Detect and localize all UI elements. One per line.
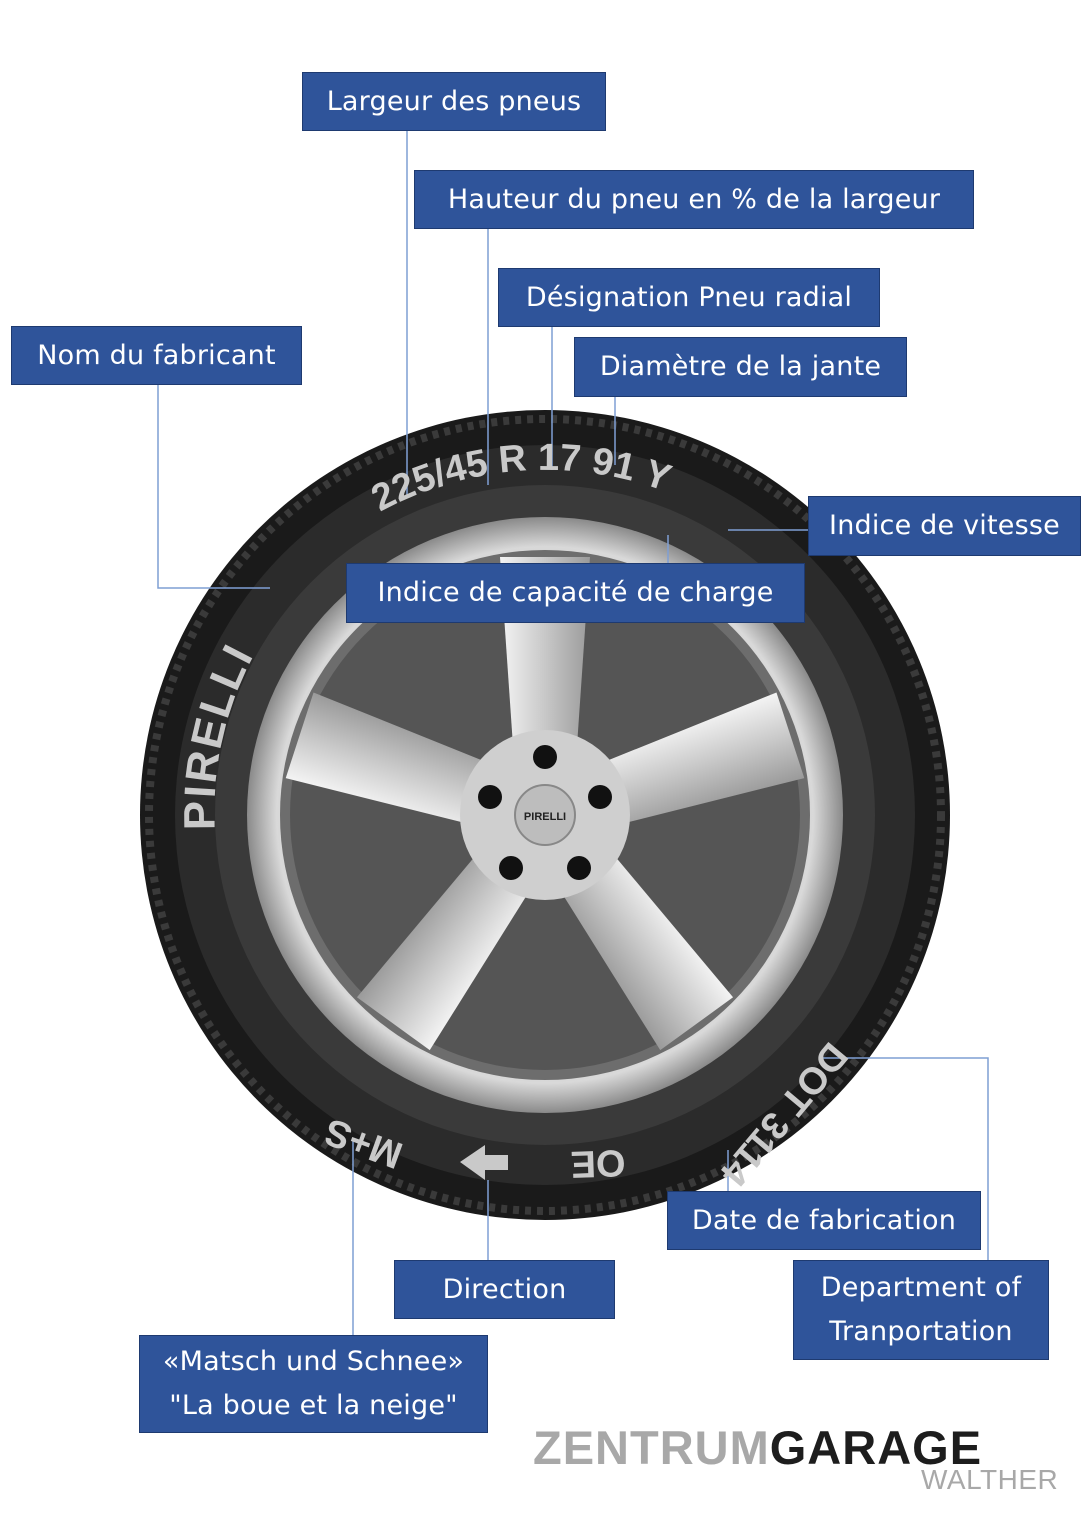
- spoke: [285, 692, 517, 832]
- tread-pattern: [145, 415, 945, 1215]
- logo-part1: ZENTRUM: [533, 1421, 770, 1474]
- label-dot-line1: Department of: [820, 1272, 1022, 1303]
- logo-sub: WALTHER: [921, 1464, 1059, 1495]
- logo-part2: GARAGE: [769, 1421, 983, 1474]
- leader-line-dot: [820, 1057, 989, 1260]
- label-manufacturer: Nom du fabricant: [11, 326, 302, 385]
- lug-nut: [567, 856, 591, 880]
- label-manufacture-date: Date de fabrication: [667, 1191, 981, 1250]
- hub-brand: PIRELLI: [524, 811, 566, 823]
- label-speed-index: Indice de vitesse: [808, 496, 1081, 556]
- label-tire-width: Largeur des pneus: [302, 72, 606, 131]
- leader-lines: [157, 131, 989, 1335]
- lug-nut: [478, 785, 502, 809]
- label-mud-snow: «Matsch und Schnee» "La boue et la neige…: [139, 1335, 488, 1433]
- label-dot: Department of Tranportation: [793, 1260, 1049, 1360]
- company-logo: ZENTRUMGARAGE WALTHER: [533, 1420, 1058, 1495]
- label-radial: Désignation Pneu radial: [498, 268, 880, 327]
- spoke: [573, 692, 805, 832]
- label-rim-diameter: Diamètre de la jante: [574, 337, 907, 397]
- leader-line-maker: [157, 385, 270, 589]
- lug-nut: [588, 785, 612, 809]
- label-direction: Direction: [394, 1260, 615, 1319]
- direction-arrow-icon: [460, 1145, 508, 1180]
- oe-marking: OE: [570, 1141, 626, 1185]
- label-load-index: Indice de capacité de charge: [346, 563, 805, 623]
- hub-cap: [514, 784, 576, 846]
- label-ms-line1: «Matsch und Schnee»: [162, 1346, 465, 1377]
- label-dot-line2: Tranportation: [829, 1316, 1013, 1347]
- lug-nut: [499, 856, 523, 880]
- lug-nut: [533, 745, 557, 769]
- label-ms-line2: "La boue et la neige": [169, 1390, 458, 1421]
- label-aspect-ratio: Hauteur du pneu en % de la largeur: [414, 170, 974, 229]
